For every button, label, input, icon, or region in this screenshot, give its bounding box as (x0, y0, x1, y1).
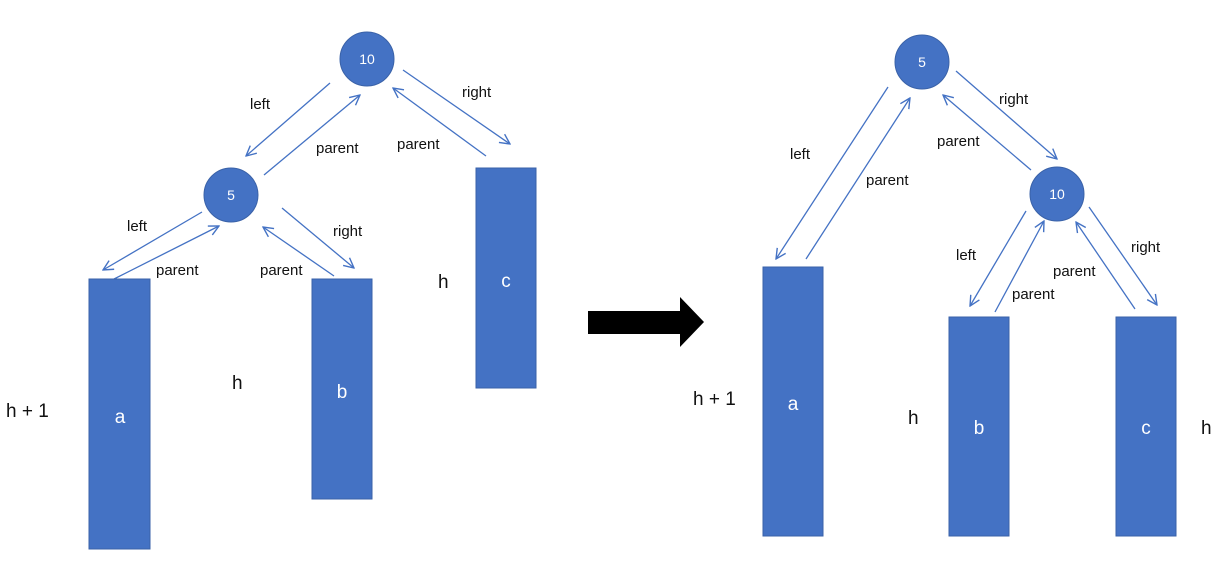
before-root-left-arrow (246, 82, 331, 156)
before-child-right-parent-label: parent (260, 262, 303, 279)
before-c-to-root-parent-arrow (393, 88, 487, 157)
after-child-to-root-parent-arrow (943, 95, 1032, 171)
before-child-left-arrow (103, 211, 203, 270)
before-child-to-root-parent-arrow (263, 95, 360, 176)
after-subtree-c (1115, 316, 1177, 537)
before-root-right-arrow (402, 69, 510, 144)
after-root-left-arrow (776, 86, 889, 259)
after-root-right-label: right (999, 91, 1029, 108)
after-child-left-parent-label: parent (1012, 286, 1055, 303)
before-b-to-child-parent-arrow (263, 227, 335, 277)
before-child-node-label: 5 (227, 187, 235, 203)
after-child-node-label: 10 (1049, 186, 1065, 202)
before-child-left-label: left (127, 218, 148, 235)
after-root-node-label: 5 (918, 54, 926, 70)
before-subtree-c (475, 167, 537, 389)
after-child-node (1029, 166, 1085, 222)
before-subtree-a (88, 278, 151, 550)
before-root-right-parent-label: parent (397, 136, 440, 153)
after-subtree-a (762, 266, 824, 537)
after-height-b: h (908, 408, 919, 429)
before-subtree-c-label: c (501, 271, 511, 292)
after-root-right-parent-label: parent (937, 133, 980, 150)
after-child-right-arrow (1088, 206, 1157, 305)
after-root-node (894, 34, 950, 90)
after-child-right-label: right (1131, 239, 1161, 256)
before-subtree-b-label: b (337, 382, 348, 403)
after-root-left-parent-label: parent (866, 172, 909, 189)
after-height-c: h (1201, 418, 1212, 439)
before-child-right-arrow (281, 207, 354, 268)
before-a-to-child-parent-arrow (113, 226, 219, 280)
before-subtree-b (311, 278, 373, 500)
right-arrow-icon (588, 297, 704, 347)
before-child-node (203, 167, 259, 223)
after-root-left-label: left (790, 146, 811, 163)
after-child-right-parent-label: parent (1053, 263, 1096, 280)
before-child-right-label: right (333, 223, 363, 240)
after-subtree-b (948, 316, 1010, 537)
before-tree: 10 5 a b c left parent right parent left… (6, 31, 537, 550)
before-subtree-a-label: a (115, 407, 126, 428)
after-child-left-label: left (956, 247, 977, 264)
after-b-to-child-parent-arrow (994, 221, 1044, 313)
after-height-a: h + 1 (693, 389, 736, 410)
after-child-left-arrow (970, 210, 1027, 306)
after-root-right-arrow (955, 70, 1057, 159)
after-tree: 5 10 a b c left parent right parent left… (693, 34, 1212, 537)
after-subtree-c-label: c (1141, 418, 1151, 439)
after-c-to-child-parent-arrow (1076, 222, 1136, 310)
after-subtree-b-label: b (974, 418, 985, 439)
before-height-b: h (232, 373, 243, 394)
before-root-left-parent-label: parent (316, 140, 359, 157)
before-root-right-label: right (462, 84, 492, 101)
before-height-c: h (438, 272, 449, 293)
before-child-left-parent-label: parent (156, 262, 199, 279)
before-height-a: h + 1 (6, 401, 49, 422)
before-root-node-label: 10 (359, 51, 375, 67)
before-root-node (339, 31, 395, 87)
after-subtree-a-label: a (788, 394, 799, 415)
before-root-left-label: left (250, 96, 271, 113)
after-a-to-root-parent-arrow (805, 98, 910, 260)
